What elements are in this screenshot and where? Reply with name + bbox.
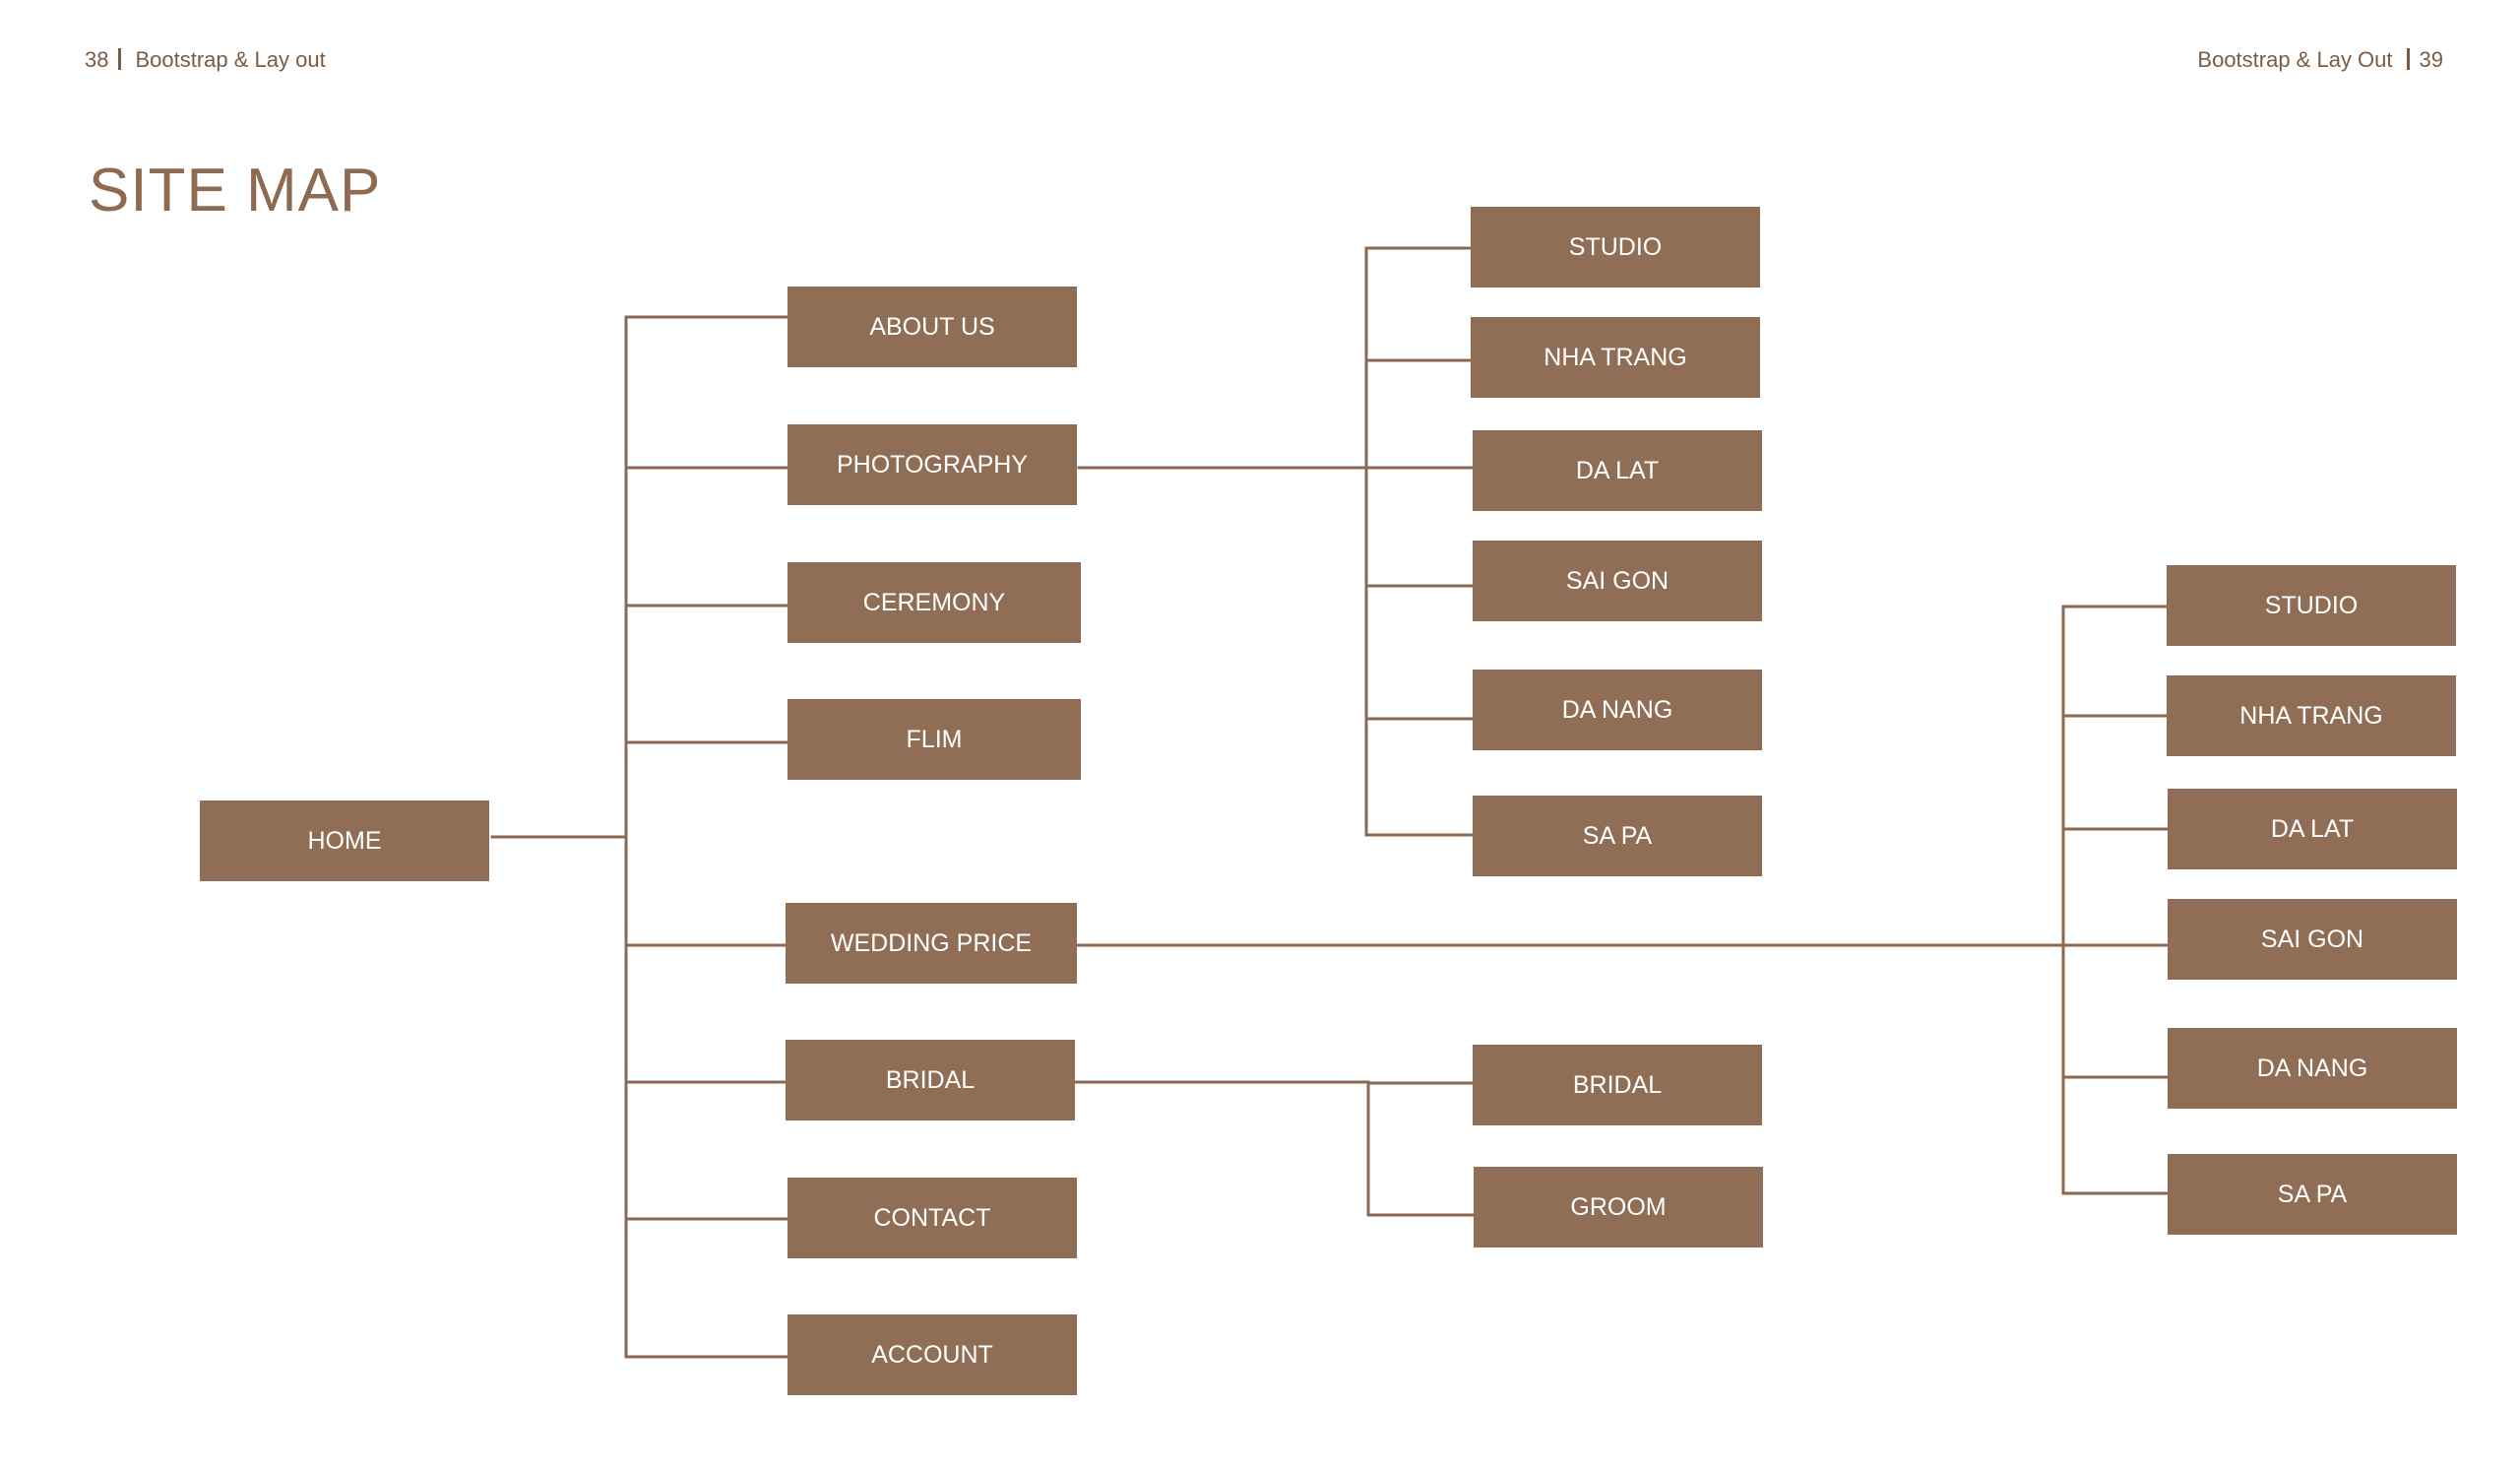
node-account[interactable]: ACCOUNT: [788, 1314, 1077, 1395]
node-bridal[interactable]: BRIDAL: [786, 1040, 1075, 1120]
node-photography[interactable]: PHOTOGRAPHY: [788, 424, 1077, 505]
node-photography-sai-gon[interactable]: SAI GON: [1473, 541, 1762, 621]
node-bridal-groom[interactable]: GROOM: [1474, 1167, 1763, 1247]
node-bridal-bridal[interactable]: BRIDAL: [1473, 1045, 1762, 1125]
node-wedding-price[interactable]: WEDDING PRICE: [786, 903, 1077, 984]
node-photography-sa-pa[interactable]: SA PA: [1473, 796, 1762, 876]
node-ceremony[interactable]: CEREMONY: [788, 562, 1081, 643]
node-wedding-price-sai-gon[interactable]: SAI GON: [2168, 899, 2457, 980]
node-wedding-price-studio[interactable]: STUDIO: [2167, 565, 2456, 646]
node-wedding-price-da-nang[interactable]: DA NANG: [2168, 1028, 2457, 1109]
node-wedding-price-nha-trang[interactable]: NHA TRANG: [2167, 675, 2456, 756]
page-number-left: 38: [85, 47, 109, 72]
header-separator-left: [118, 48, 122, 70]
node-photography-da-lat[interactable]: DA LAT: [1473, 430, 1762, 511]
header-left: 38 Bootstrap & Lay out: [85, 45, 326, 75]
node-photography-studio[interactable]: STUDIO: [1471, 207, 1760, 288]
header-right: Bootstrap & Lay Out 39: [2197, 45, 2443, 75]
node-photography-nha-trang[interactable]: NHA TRANG: [1471, 317, 1760, 398]
header-separator-right: [2406, 48, 2410, 70]
header-title-left: Bootstrap & Lay out: [135, 47, 326, 72]
node-about-us[interactable]: ABOUT US: [788, 287, 1077, 367]
node-wedding-price-da-lat[interactable]: DA LAT: [2168, 789, 2457, 869]
node-flim[interactable]: FLIM: [788, 699, 1081, 780]
header-title-right: Bootstrap & Lay Out: [2197, 47, 2393, 72]
page-title: SITE MAP: [89, 157, 382, 224]
node-contact[interactable]: CONTACT: [788, 1178, 1077, 1258]
node-home[interactable]: HOME: [200, 800, 489, 881]
node-wedding-price-sa-pa[interactable]: SA PA: [2168, 1154, 2457, 1235]
node-photography-da-nang[interactable]: DA NANG: [1473, 670, 1762, 750]
page-number-right: 39: [2419, 47, 2443, 72]
